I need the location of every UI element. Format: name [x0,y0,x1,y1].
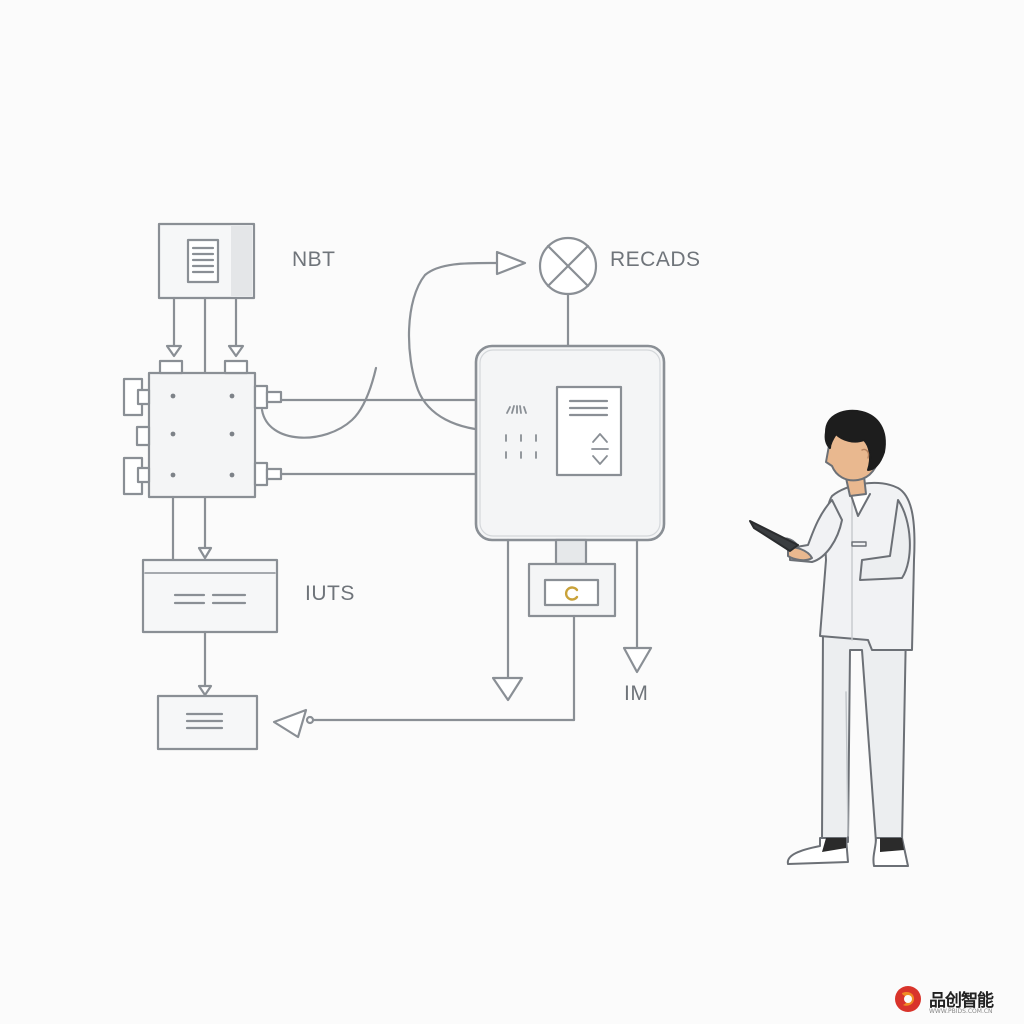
engineer-figure [749,409,916,867]
manifold-block [122,359,283,562]
ground-arrow-icon [622,646,653,674]
watermark-logo: 品创智能 WWW.PBIDS.COM.CN [893,984,1018,1018]
document-icon [186,238,220,284]
arrow-up-down-icon [591,433,609,465]
receiver-box [156,694,259,751]
iuts-box [141,558,279,697]
watermark-url: WWW.PBIDS.COM.CN [929,1008,993,1015]
pressure-gauge-icon [527,538,617,618]
label-recads: RECADS [610,248,701,271]
source-box [157,222,256,300]
brand-logo-icon [895,986,921,1012]
controller-box [474,344,666,542]
mixer-valve-icon [538,236,598,348]
watermark-name: 品创智能 [929,991,994,1011]
connection-pipes [260,250,527,476]
label-nbt: NBT [292,248,336,271]
label-iuts: IUTS [305,582,355,605]
label-im: IM [624,682,649,705]
outlet-lines [272,538,653,739]
